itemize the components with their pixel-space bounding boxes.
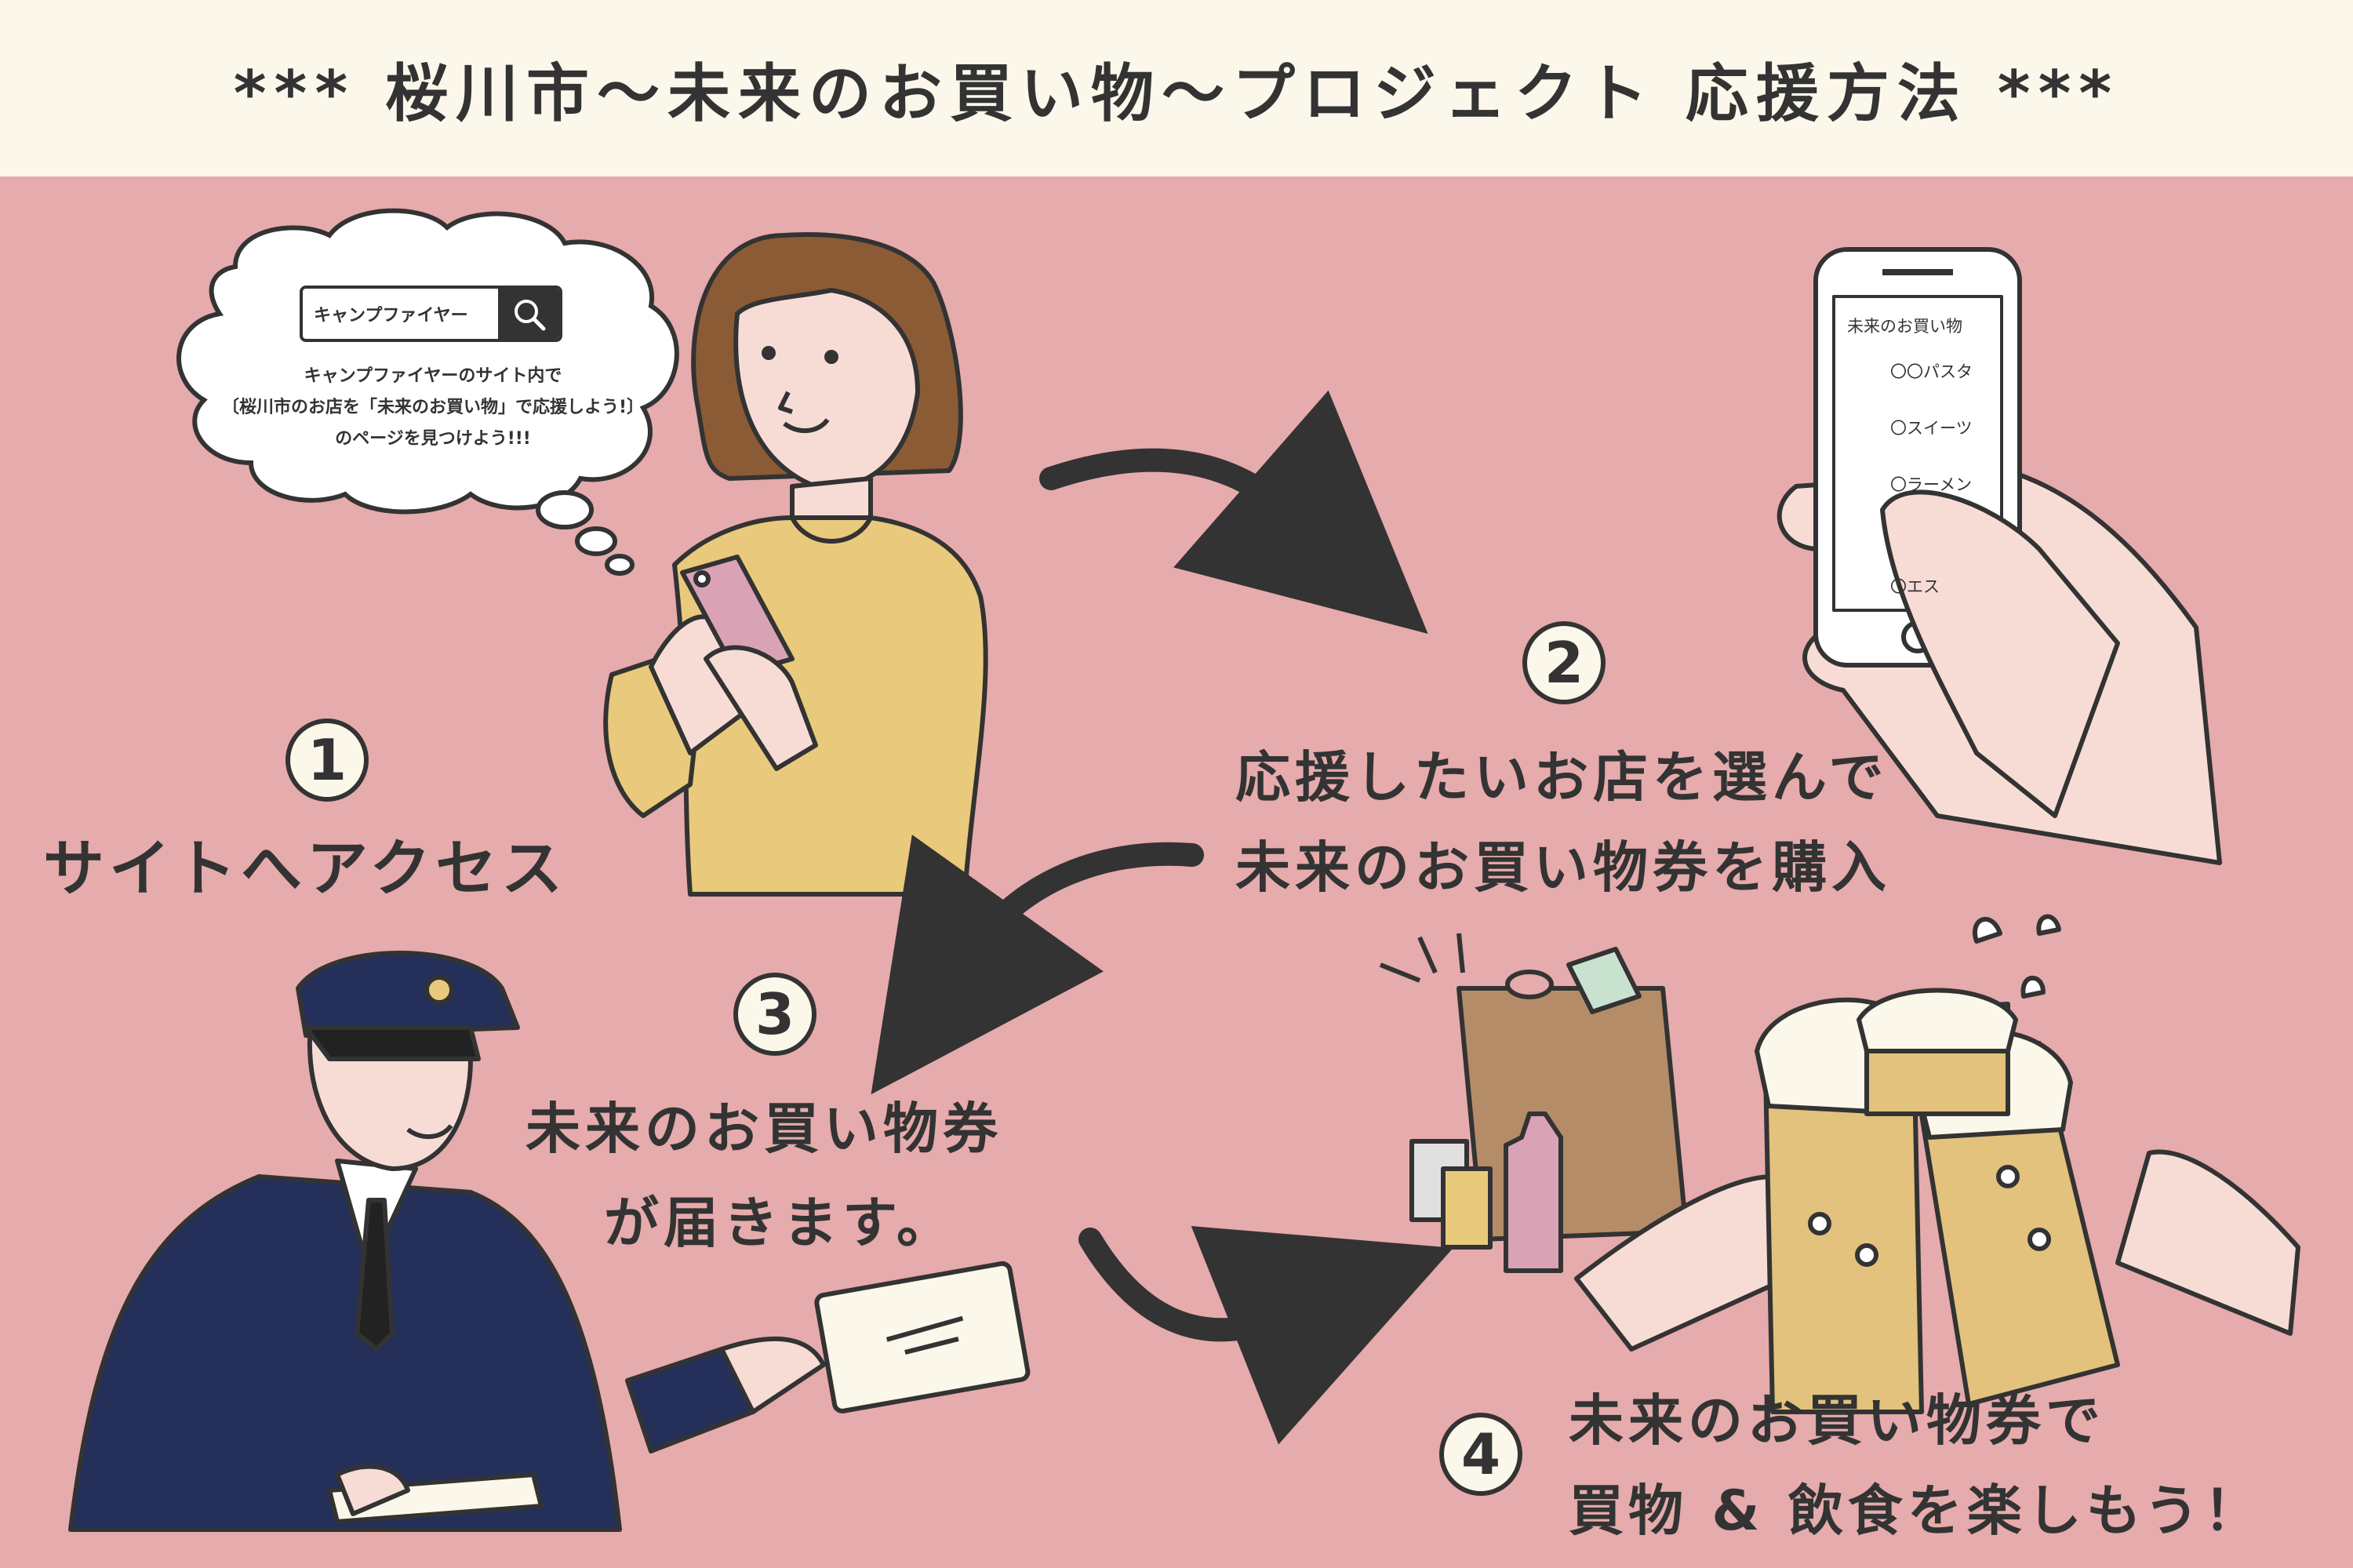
phone-item[interactable]: 〇エス xyxy=(1890,577,1940,596)
flow-arrows xyxy=(871,390,1453,1445)
step2-label-line1: 応援したいお店を選んで xyxy=(1235,745,1889,809)
step-number-2: 2 xyxy=(1522,621,1606,704)
bubble-line: キャンプファイヤーのサイト内で xyxy=(304,366,562,386)
step3-label-line2: が届きます。 xyxy=(604,1191,956,1255)
phone-with-hand xyxy=(1777,247,2222,865)
step4-label-line2: 買物 & 飲食を楽しもう！ xyxy=(1569,1479,2264,1543)
step-number-4: 4 xyxy=(1439,1413,1522,1496)
arrow-1-to-2 xyxy=(1039,390,1428,634)
phone-screen: 未来のお買い物 〇〇パスタ 〇スイーツ 〇ラーメン 〇エス xyxy=(1847,314,2012,596)
beer-cheers xyxy=(1574,914,2300,1414)
search-text: キャンプファイヤー xyxy=(314,306,468,326)
arrow-3-to-4 xyxy=(1078,1225,1453,1445)
bubble-line: のページを見つけよう!!! xyxy=(335,429,531,449)
phone-item[interactable]: 〇ラーメン xyxy=(1890,475,1973,494)
step-number-3: 3 xyxy=(733,973,816,1056)
phone-item[interactable]: 〇スイーツ xyxy=(1890,419,1973,438)
page-title: *** 桜川市〜未来のお買い物〜プロジェクト 応援方法 *** xyxy=(233,56,2120,130)
step4-label-line1: 未来のお買い物券で xyxy=(1569,1388,2105,1453)
phone-title: 未来のお買い物 xyxy=(1847,317,1962,336)
delivery-man xyxy=(68,951,1031,1532)
arrow-2-to-3 xyxy=(871,834,1204,1095)
search-icon[interactable] xyxy=(498,289,559,339)
step-number-1: 1 xyxy=(285,719,369,802)
bubble-line: 〔桜川市のお店を「未来のお買い物」で応援しよう!〕 xyxy=(221,398,645,417)
grocery-bag xyxy=(1379,933,1689,1273)
step3-label-line1: 未来のお買い物券 xyxy=(526,1097,1002,1161)
search-bar[interactable]: キャンプファイヤー xyxy=(300,286,562,342)
phone-item[interactable]: 〇〇パスタ xyxy=(1890,362,1973,381)
bubble-text: キャンプファイヤーのサイト内で 〔桜川市のお店を「未来のお買い物」で応援しよう!… xyxy=(205,361,660,455)
woman-with-phone xyxy=(603,232,988,897)
step1-label: サイトへアクセス xyxy=(43,834,568,904)
step2-label-line2: 未来のお買い物券を購入 xyxy=(1235,835,1891,900)
header-banner: *** 桜川市〜未来のお買い物〜プロジェクト 応援方法 *** xyxy=(0,0,2353,176)
